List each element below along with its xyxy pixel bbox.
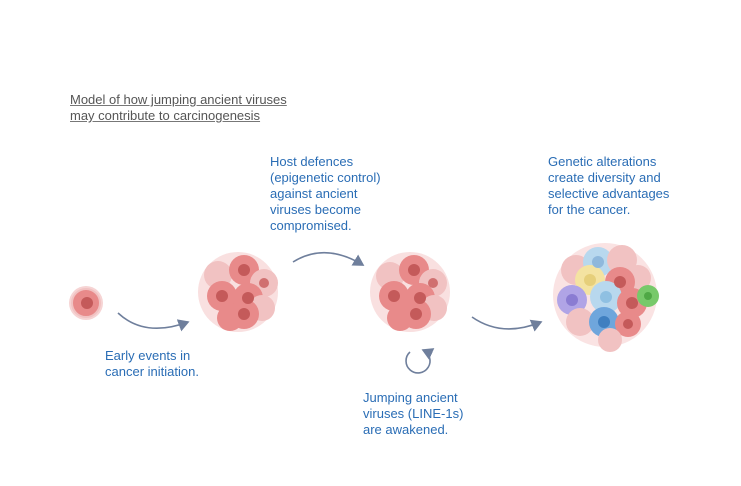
diagram-title: Model of how jumping ancient viruses may… <box>70 92 287 124</box>
single-cell-icon <box>69 286 103 320</box>
jumping-viruses-label: Jumping ancient viruses (LINE-1s) are aw… <box>363 390 463 438</box>
genetic-line-1: Genetic alterations <box>548 154 657 169</box>
early-events-label: Early events in cancer initiation. <box>105 348 199 380</box>
curved-arrow-icon <box>292 251 365 266</box>
jumping-line-1: Jumping ancient <box>363 390 458 405</box>
circular-arrow-icon <box>405 348 435 374</box>
cell-cluster-icon <box>370 252 450 332</box>
host-line-1: Host defences <box>270 154 354 169</box>
cell-cluster-icon <box>198 252 278 332</box>
host-defences-label: Host defences (epigenetic control) again… <box>270 154 381 234</box>
host-line-5: compromised. <box>270 218 352 233</box>
host-line-2: (epigenetic control) <box>270 170 381 185</box>
early-line-2: cancer initiation. <box>105 364 199 379</box>
genetic-alterations-label: Genetic alterations create diversity and… <box>548 154 669 218</box>
genetic-line-3: selective advantages <box>548 186 670 201</box>
curved-arrow-icon <box>471 316 543 332</box>
host-line-4: viruses become <box>270 202 362 217</box>
host-line-3: against ancient <box>270 186 358 201</box>
genetic-line-2: create diversity and <box>548 170 661 185</box>
title-line-2: may contribute to carcinogenesis <box>70 108 261 123</box>
title-line-1: Model of how jumping ancient viruses <box>70 92 287 107</box>
heterogeneous-tumor-icon <box>553 243 659 352</box>
genetic-line-4: for the cancer. <box>548 202 631 217</box>
curved-arrow-icon <box>117 312 190 332</box>
jumping-line-3: are awakened. <box>363 422 449 437</box>
jumping-line-2: viruses (LINE-1s) <box>363 406 464 421</box>
early-line-1: Early events in <box>105 348 191 363</box>
